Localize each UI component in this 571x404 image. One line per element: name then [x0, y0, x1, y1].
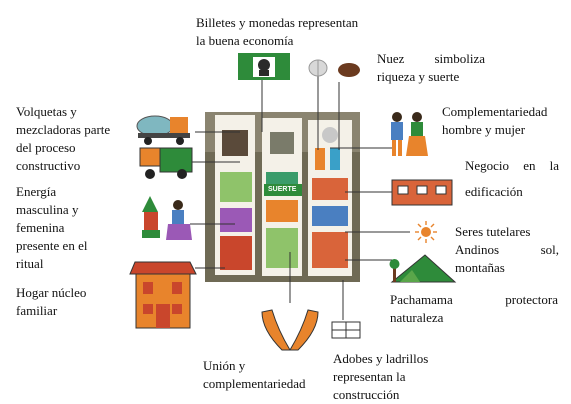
- couple-icon: [391, 112, 428, 156]
- walnut-icon: [308, 59, 360, 77]
- mountain-icon: [389, 254, 457, 283]
- label-energia: Energía masculina y femenina presente en…: [16, 184, 88, 271]
- label-pachamama: Pachamama protectora naturaleza: [390, 292, 558, 325]
- label-hogar: Hogar núcleo familiar: [16, 285, 87, 318]
- house-icon: [129, 261, 197, 329]
- connector-lines: [190, 74, 410, 320]
- label-negocio: Negocio en la edificación: [465, 158, 559, 199]
- brick-building-icon: [391, 179, 453, 206]
- photo-banner-text: SUERTE: [268, 186, 297, 193]
- ritual-people-icon: [142, 196, 192, 240]
- label-nuez: Nuez simboliza riqueza y suerte: [377, 51, 485, 84]
- joined-hands-icon: [261, 309, 319, 351]
- label-union: Unión y complementariedad: [203, 358, 306, 391]
- label-seres: Seres tutelares Andinos sol, montañas: [455, 224, 559, 275]
- label-billetes: Billetes y monedas representan la buena …: [196, 15, 359, 48]
- label-adobes: Adobes y ladrillos representan la constr…: [333, 351, 429, 402]
- bricks-icon: [331, 321, 361, 339]
- offering-photo: [205, 112, 360, 282]
- banknote-icon: [238, 53, 290, 80]
- dump-truck-icon: [139, 147, 193, 179]
- mixer-truck-icon: [136, 115, 190, 145]
- label-complementariedad: Complementariedad hombre y mujer: [442, 104, 548, 137]
- sun-icon: [415, 221, 437, 243]
- label-volquetas: Volquetas y mezcladoras parte del proces…: [16, 104, 111, 173]
